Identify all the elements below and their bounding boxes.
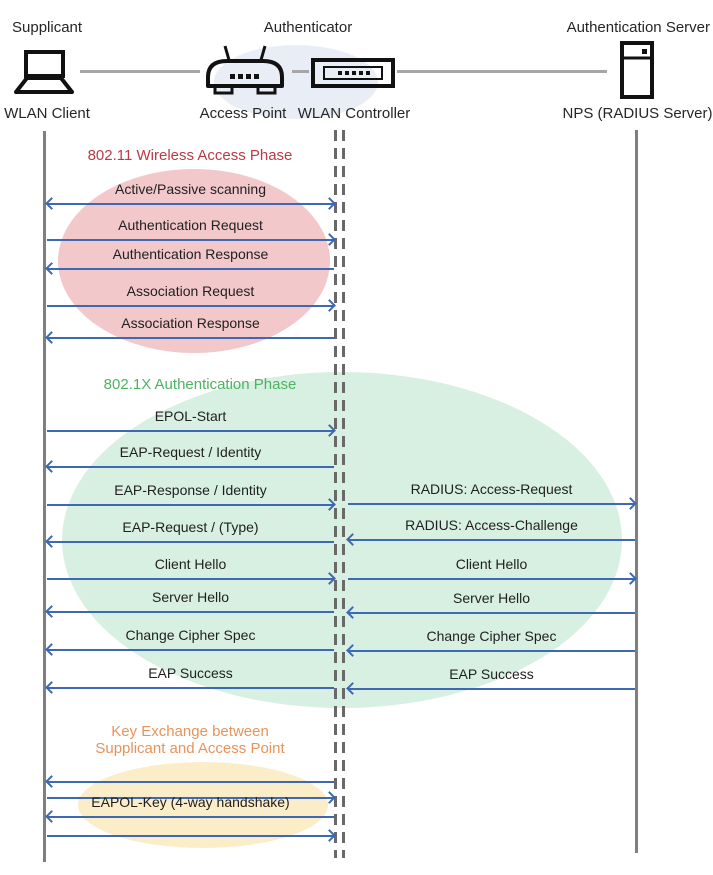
arrow-right xyxy=(347,497,637,510)
msg-eap-success-left: EAP Success xyxy=(45,665,335,694)
msg-association-request: Association Request xyxy=(46,283,336,312)
key-exchange-arrow-2-right xyxy=(46,791,336,804)
node-label-access-point: Access Point xyxy=(199,105,287,122)
arrow-right xyxy=(46,299,336,312)
wlan-controller-lifeline-dashed-2 xyxy=(342,130,345,858)
msg-server-hello-right: Server Hello xyxy=(346,590,636,619)
arrow-left xyxy=(346,682,636,695)
arrow-left xyxy=(45,331,335,344)
node-label-wlan-client: WLAN Client xyxy=(4,105,90,122)
role-label-supplicant: Supplicant xyxy=(12,19,83,36)
message-label: Authentication Request xyxy=(118,217,263,233)
arrow-right xyxy=(46,572,336,585)
msg-eap-response-identity: EAP-Response / Identity xyxy=(46,482,336,511)
message-label: RADIUS: Access-Challenge xyxy=(405,517,578,533)
phase-ellipse-key-exchange xyxy=(78,762,328,848)
connector-line xyxy=(397,70,607,73)
msg-eapol-key-4way-handshake: EAPOL-Key (4-way handshake) xyxy=(45,794,335,823)
arrow-left xyxy=(346,606,636,619)
message-label: EPOL-Start xyxy=(154,408,227,424)
arrow-both xyxy=(45,197,336,210)
message-label: EAPOL-Key (4-way handshake) xyxy=(91,794,290,810)
connector-line xyxy=(80,70,200,73)
wlan-controller-lifeline-dashed-1 xyxy=(334,130,337,858)
arrow-left xyxy=(45,643,335,656)
arrow-left xyxy=(45,262,335,275)
node-label-wlan-controller: WLAN Controller xyxy=(297,105,411,122)
key-exchange-arrow-1-left xyxy=(45,775,335,788)
message-label: EAP Success xyxy=(449,666,534,682)
key-exchange-arrow-3-left xyxy=(45,810,335,823)
arrow-right xyxy=(347,572,637,585)
msg-eap-request-type: EAP-Request / (Type) xyxy=(45,519,335,548)
arrow-left xyxy=(346,644,636,657)
server-icon xyxy=(620,41,654,99)
phase-title-key-exchange-line2: Supplicant and Access Point xyxy=(95,740,285,757)
msg-client-hello-left: Client Hello xyxy=(46,556,336,585)
wlan-controller-icon xyxy=(311,58,395,88)
msg-change-cipher-spec-right: Change Cipher Spec xyxy=(346,628,636,657)
message-label: Client Hello xyxy=(455,556,528,572)
message-label: EAP-Response / Identity xyxy=(114,482,267,498)
role-label-authentication-server: Authentication Server xyxy=(566,19,710,36)
message-label: Change Cipher Spec xyxy=(125,627,256,643)
supplicant-lifeline xyxy=(43,131,46,862)
message-label: Server Hello xyxy=(151,589,230,605)
message-label: EAP-Request / (Type) xyxy=(122,519,259,535)
message-label: Change Cipher Spec xyxy=(426,628,557,644)
phase-ellipse-80211 xyxy=(58,169,330,353)
arrow-right xyxy=(46,424,336,437)
msg-client-hello-right: Client Hello xyxy=(347,556,637,585)
msg-eap-request-identity: EAP-Request / Identity xyxy=(45,444,335,473)
laptop-icon xyxy=(12,50,76,96)
message-label: Association Request xyxy=(126,283,255,299)
message-label: Client Hello xyxy=(154,556,227,572)
message-label: Server Hello xyxy=(452,590,531,606)
message-label: EAP Success xyxy=(148,665,233,681)
message-label: Authentication Response xyxy=(112,246,269,262)
server-lifeline xyxy=(635,130,638,853)
message-label: EAP-Request / Identity xyxy=(119,444,262,460)
authenticator-hub-ellipse xyxy=(214,45,378,119)
access-point-icon xyxy=(201,44,289,100)
arrow-left xyxy=(45,460,335,473)
msg-eap-success-right: EAP Success xyxy=(346,666,636,695)
key-exchange-arrow-4-right xyxy=(46,829,336,842)
phase-title-80211-wireless-access: 802.11 Wireless Access Phase xyxy=(87,147,293,164)
arrow-left xyxy=(45,681,335,694)
message-label: Active/Passive scanning xyxy=(115,181,266,197)
msg-change-cipher-spec-left: Change Cipher Spec xyxy=(45,627,335,656)
arrow-right xyxy=(46,233,336,246)
msg-authentication-response: Authentication Response xyxy=(45,246,335,275)
msg-authentication-request: Authentication Request xyxy=(46,217,336,246)
message-label: RADIUS: Access-Request xyxy=(410,481,573,497)
msg-association-response: Association Response xyxy=(45,315,335,344)
message-label: Association Response xyxy=(121,315,260,331)
node-label-nps-radius-server: NPS (RADIUS Server) xyxy=(562,105,713,122)
arrow-left xyxy=(346,533,636,546)
phase-title-key-exchange-line1: Key Exchange between xyxy=(111,723,269,740)
connector-line xyxy=(292,70,309,73)
msg-radius-access-request: RADIUS: Access-Request xyxy=(347,481,637,510)
arrow-left xyxy=(45,605,335,618)
phase-title-8021x-authentication: 802.1X Authentication Phase xyxy=(103,376,297,393)
arrow-left xyxy=(45,535,335,548)
msg-epol-start: EPOL-Start xyxy=(46,408,336,437)
msg-active-passive-scanning: Active/Passive scanning xyxy=(45,181,336,210)
msg-radius-access-challenge: RADIUS: Access-Challenge xyxy=(346,517,636,546)
msg-server-hello-left: Server Hello xyxy=(45,589,335,618)
arrow-right xyxy=(46,498,336,511)
role-label-authenticator: Authenticator xyxy=(263,19,353,36)
